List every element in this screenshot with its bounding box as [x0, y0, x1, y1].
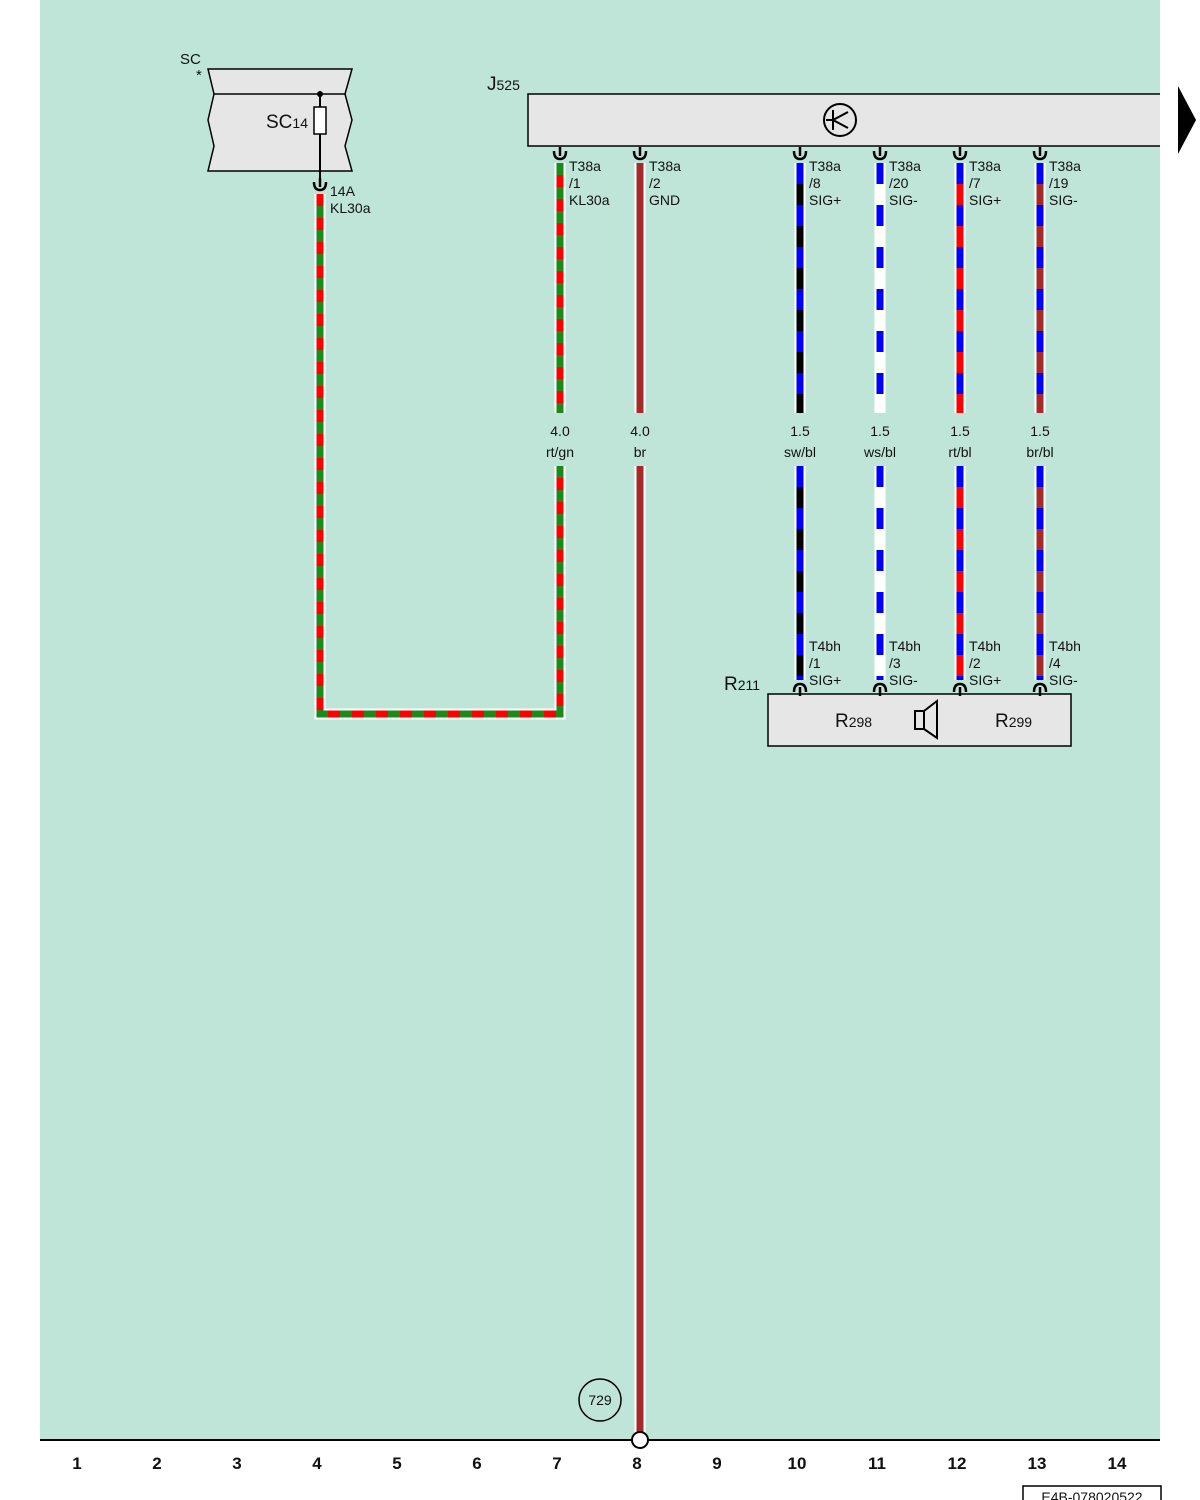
wire-bottom-connector: T4bh [809, 638, 841, 654]
fuse-icon [313, 106, 327, 135]
wire-color-code: br [634, 444, 647, 460]
wire-top-connector: T38a [569, 158, 601, 174]
speaker-module-name: R211 [724, 674, 760, 695]
wire-color-code: rt/bl [948, 444, 971, 460]
wire-kl30a-lower-stripe [316, 194, 564, 718]
wire-gnd: T38a /2 GND 4.0 br [630, 158, 681, 460]
amplifier-transistor-icon [823, 103, 857, 137]
wires [314, 163, 1046, 1433]
speaker-icon [914, 698, 938, 740]
fuse-box: SC * SC14 14A KL30a [180, 51, 371, 216]
wire-top-signal: GND [649, 192, 680, 208]
wire-gauge: 4.0 [550, 423, 570, 439]
document-code-text: E4B-078020522 [1041, 1489, 1142, 1500]
column-number: 1 [72, 1454, 81, 1473]
wire-sig1n: T38a /20 SIG- 1.5 ws/bl T4bh /3 SIG- [863, 158, 921, 688]
column-number: 6 [472, 1454, 481, 1473]
ground-reference-number: 729 [588, 1392, 612, 1408]
wire-color-code: br/bl [1026, 444, 1053, 460]
wire-bottom-pin: /3 [889, 655, 901, 671]
wire-top-signal: SIG+ [809, 192, 841, 208]
wire-color-code: sw/bl [784, 444, 816, 460]
column-number: 8 [632, 1454, 641, 1473]
column-number: 12 [948, 1454, 967, 1473]
continuation-arrow-icon [1178, 86, 1196, 154]
wire-top-pin: /20 [889, 175, 909, 191]
wire-bottom-signal: SIG+ [809, 672, 841, 688]
wire-sig2n: T38a /19 SIG- 1.5 br/bl T4bh /4 SIG- [1026, 158, 1081, 688]
fuse-box-label: SC [180, 51, 201, 68]
wire-top-pin: /19 [1049, 175, 1069, 191]
column-number: 5 [392, 1454, 401, 1473]
speaker-left-label: R298 [835, 711, 872, 732]
column-number: 3 [232, 1454, 241, 1473]
wire-kl30a: T38a /1 KL30a 4.0 rt/gn [546, 158, 610, 460]
wire-bottom-connector: T4bh [889, 638, 921, 654]
column-number: 11 [868, 1454, 886, 1473]
column-number: 2 [152, 1454, 161, 1473]
wire-top-pin: /7 [969, 175, 981, 191]
fuse-pin-signal: KL30a [330, 200, 371, 216]
speaker-right-label: R299 [995, 711, 1032, 732]
wire-top-pin: /1 [569, 175, 581, 191]
fuse-label: SC14 [266, 112, 308, 133]
wire-top-pin: /2 [649, 175, 661, 191]
wire-top-signal: SIG+ [969, 192, 1001, 208]
wire-bottom-connector: T4bh [969, 638, 1001, 654]
ground-junction [631, 1431, 649, 1449]
fuse-pin-rating: 14A [330, 183, 356, 199]
fuse-box-marker: * [196, 67, 202, 84]
wire-top-connector: T38a [809, 158, 841, 174]
wire-top-signal: SIG- [889, 192, 918, 208]
module-box [527, 93, 1160, 147]
document-code: E4B-078020522 [1022, 1485, 1162, 1500]
speaker-module: R211 R298 R299 [724, 674, 1072, 747]
wire-top-pin: /8 [809, 175, 821, 191]
ground-reference-circle [578, 1378, 622, 1422]
wire-color-code: rt/gn [546, 444, 574, 460]
wire-top-signal: KL30a [569, 192, 610, 208]
column-number: 4 [312, 1454, 322, 1473]
wire-gauge: 4.0 [630, 423, 650, 439]
column-number: 14 [1108, 1454, 1127, 1473]
wire-top-connector: T38a [1049, 158, 1081, 174]
column-number: 9 [712, 1454, 721, 1473]
wire-bottom-pin: /1 [809, 655, 821, 671]
wire-bottom-pin: /2 [969, 655, 981, 671]
wire-top-connector: T38a [649, 158, 681, 174]
column-number: 7 [552, 1454, 561, 1473]
wire-gauge: 1.5 [870, 423, 890, 439]
wire-sig2p: T38a /7 SIG+ 1.5 rt/bl T4bh /2 SIG+ [948, 158, 1001, 688]
amplifier-module: J525 [487, 74, 1196, 154]
wire-sig1p: T38a /8 SIG+ 1.5 sw/bl T4bh /1 SIG+ [784, 158, 841, 688]
module-name: J525 [487, 74, 520, 95]
wire-bottom-signal: SIG+ [969, 672, 1001, 688]
column-number: 13 [1028, 1454, 1047, 1473]
wire-gauge: 1.5 [1030, 423, 1050, 439]
wire-bottom-connector: T4bh [1049, 638, 1081, 654]
wire-bottom-pin: /4 [1049, 655, 1061, 671]
wire-color-code: ws/bl [863, 444, 896, 460]
wire-top-signal: SIG- [1049, 192, 1078, 208]
wire-top-connector: T38a [969, 158, 1001, 174]
wire-bottom-signal: SIG- [1049, 672, 1078, 688]
column-number: 10 [788, 1454, 807, 1473]
wire-gauge: 1.5 [790, 423, 810, 439]
wire-bottom-signal: SIG- [889, 672, 918, 688]
ground-point: 729 [578, 1378, 622, 1422]
wire-gauge: 1.5 [950, 423, 970, 439]
speaker-module-box [767, 693, 1072, 747]
wire-top-connector: T38a [889, 158, 921, 174]
